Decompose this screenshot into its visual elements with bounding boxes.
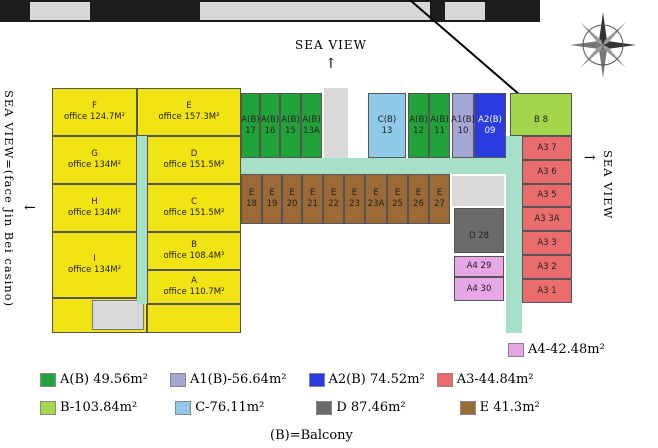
balcony-note: (B)=Balcony <box>270 428 353 443</box>
unit-a3-5: A3 5 <box>522 184 572 207</box>
arrow-left-icon: ← <box>24 200 36 216</box>
main-corridor <box>241 158 506 174</box>
side-corridor <box>506 136 522 333</box>
unit-a4-29: A4 29 <box>454 256 504 277</box>
unit-a3-2: A3 2 <box>522 255 572 279</box>
stair <box>92 300 144 330</box>
legend-swatch <box>459 400 476 415</box>
unit-a3-7: A3 7 <box>522 136 572 160</box>
legend-swatch <box>508 342 524 357</box>
unit-a3-3: A3 3 <box>522 231 572 255</box>
photo-window <box>445 2 485 20</box>
photo-strip <box>0 0 540 22</box>
elevator-core <box>324 88 348 158</box>
legend-swatch <box>308 372 325 387</box>
legend-row-1: A(B) 49.56m² A1(B)-56.64m² A2(B) 74.52m²… <box>40 372 534 387</box>
unit-a3-1: A3 1 <box>522 279 572 303</box>
sea-view-left-label: SEA VIEW=(face Jin Bei casino) <box>2 90 16 308</box>
unit-15: A(B)15 <box>280 93 301 158</box>
unit-b8: B 8 <box>510 93 572 136</box>
unit-10: A1(B)10 <box>451 93 475 158</box>
unit-16: A(B)16 <box>260 93 280 158</box>
legend-swatch <box>40 372 56 387</box>
legend-swatch <box>175 400 192 415</box>
office-corridor <box>137 136 147 304</box>
unit-17: A(B)17 <box>241 93 260 158</box>
unit-d28: D 28 <box>454 208 504 253</box>
legend-swatch <box>40 400 56 415</box>
arrow-up-icon: ↑ <box>325 56 337 72</box>
photo-window <box>30 2 90 20</box>
sea-view-top-label: SEA VIEW <box>295 38 367 52</box>
compass-rose-icon <box>570 12 636 78</box>
unit-13a: A(B)13A <box>301 93 322 158</box>
stair-core <box>452 176 504 206</box>
unit-11: A(B)11 <box>429 93 450 158</box>
legend-swatch <box>436 372 453 387</box>
unit-a3-6: A3 6 <box>522 160 572 184</box>
unit-12: A(B)12 <box>408 93 429 158</box>
unit-09: A2(B)09 <box>474 93 506 158</box>
office-lobby <box>147 304 241 333</box>
photo-window <box>200 2 430 20</box>
unit-a4-30: A4 30 <box>454 277 504 301</box>
legend-swatch <box>169 372 186 387</box>
legend-swatch <box>316 400 333 415</box>
legend-a4: A4-42.48m² <box>508 342 605 357</box>
arrow-right-icon: → <box>584 150 596 166</box>
sea-view-right-label: SEA VIEW <box>601 150 615 220</box>
unit-13: C(B)13 <box>368 93 406 158</box>
unit-a3-3a: A3 3A <box>522 207 572 231</box>
legend-row-2: B-103.84m² C-76.11m² D 87.46m² E 41.3m² <box>40 400 540 415</box>
